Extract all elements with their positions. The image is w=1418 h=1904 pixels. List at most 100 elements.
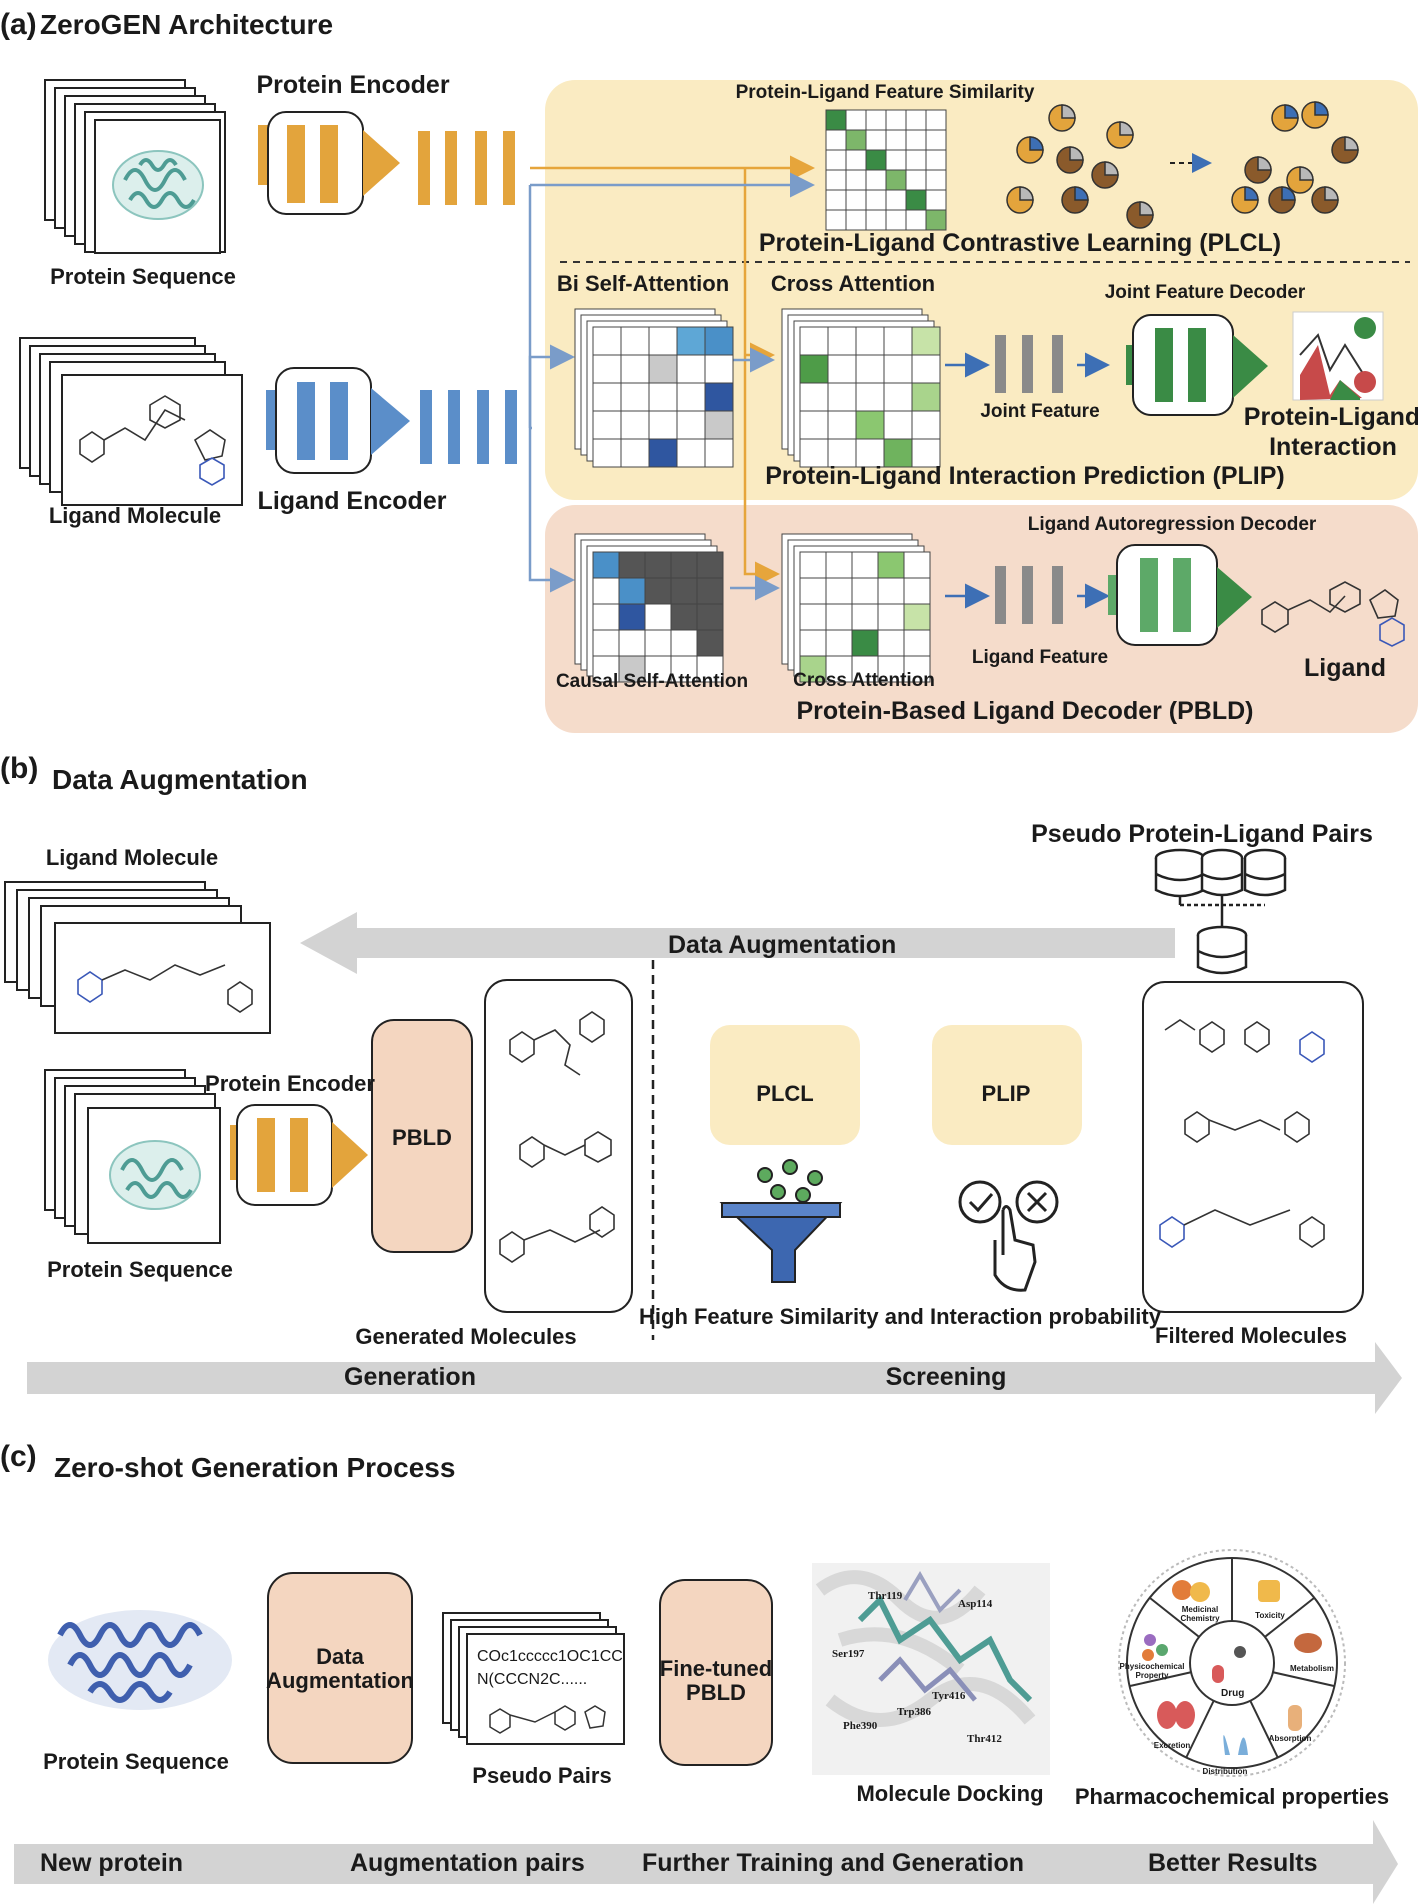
cross-attention-label-1: Cross Attention (770, 271, 936, 296)
causal-self-attention-label: Causal Self-Attention (555, 671, 749, 692)
docking-residue-label: Tyr416 (932, 1690, 966, 1702)
panel-b-label: (b) (0, 752, 39, 785)
pl-interaction-line2: Interaction (1269, 433, 1397, 461)
ligand-molecule-label: Ligand Molecule (48, 503, 222, 528)
pbld-box (371, 1019, 473, 1253)
plcl-box-label: PLCL (756, 1081, 814, 1106)
ligand-encoder-label: Ligand Encoder (257, 487, 447, 515)
timeline-new-protein: New protein (40, 1849, 184, 1877)
ligand-molecule-stack (19, 337, 243, 506)
funnel-icon (719, 1159, 843, 1283)
wheel-segment-label: Metabolism (1289, 1664, 1335, 1673)
molecule-docking-label: Molecule Docking (856, 1781, 1044, 1806)
wheel-center-label: Drug (1221, 1688, 1245, 1699)
ligand-autoregression-decoder-label: Ligand Autoregression Decoder (1027, 514, 1317, 535)
ligand-molecule-label-b: Ligand Molecule (45, 845, 219, 870)
protein-structure-icon (112, 150, 204, 220)
ligand-molecule-stack-b (4, 881, 271, 1034)
flow-arrows-a (528, 155, 1110, 609)
fine-tuned-pbld-label: Fine-tuned PBLD (659, 1656, 773, 1706)
pseudo-pairs-stack (442, 1612, 625, 1745)
cross-attention-label-2: Cross Attention (793, 670, 935, 691)
pharmacochemical-label: Pharmacochemical properties (1074, 1784, 1390, 1809)
pl-interaction-line1: Protein-Ligand (1243, 403, 1418, 431)
docking-residue-label: Ser197 (832, 1648, 865, 1660)
data-augmentation-arrow (300, 912, 1175, 974)
screening-label: Screening (885, 1363, 1007, 1391)
pbld-title: Protein-Based Ligand Decoder (PBLD) (796, 697, 1254, 725)
docking-residue-label: Thr412 (967, 1733, 1002, 1745)
panel-c-title: Zero-shot Generation Process (54, 1452, 456, 1483)
new-protein-icon (48, 1610, 232, 1710)
database-icon (1154, 848, 1287, 975)
docking-residue-label: Phe390 (843, 1720, 878, 1732)
plip-title: Protein-Ligand Interaction Prediction (P… (765, 462, 1285, 490)
cross-attention-stack-2 (781, 533, 931, 683)
wheel-segment-label: Physicochemical Property (1119, 1662, 1185, 1680)
protein-sequence-label-b: Protein Sequence (47, 1257, 233, 1282)
protein-sequence-stack (44, 79, 226, 254)
data-augmentation-arrow-label: Data Augmentation (668, 931, 897, 959)
generation-label: Generation (344, 1363, 476, 1391)
docking-residue-label: Trp386 (897, 1706, 932, 1718)
interaction-chart-icon (1292, 311, 1384, 401)
timeline-further-training: Further Training and Generation (642, 1849, 1024, 1877)
cross-attention-stack-1 (781, 308, 941, 468)
data-augmentation-box (267, 1572, 413, 1764)
filtered-molecules-box (1142, 981, 1364, 1313)
data-augmentation-box-label: Data Augmentation (266, 1644, 414, 1694)
wheel-segment-label: Absorption (1268, 1734, 1312, 1743)
generated-molecule-icons (499, 1011, 615, 1263)
bi-self-attention-label: Bi Self-Attention (556, 271, 730, 296)
panel-c-label: (c) (0, 1440, 37, 1473)
generation-screening-arrow (27, 1342, 1402, 1414)
screening-caption: High Feature Similarity and Interaction … (639, 1304, 1161, 1329)
pseudo-pairs-label: Pseudo Protein-Ligand Pairs (1031, 820, 1373, 848)
pharmacochemical-wheel (1118, 1549, 1346, 1777)
joint-feature-decoder-label: Joint Feature Decoder (1104, 282, 1306, 303)
protein-encoder-label: Protein Encoder (256, 71, 450, 99)
ligand-feature-bars (995, 566, 1063, 624)
ligand-autoregression-decoder-block (1108, 544, 1252, 646)
docking-residue-label: Asp114 (958, 1598, 993, 1610)
joint-feature-bars (995, 335, 1063, 393)
bi-self-attention-stack (574, 308, 734, 468)
molecule-docking-image (812, 1563, 1050, 1775)
plip-box-label: PLIP (981, 1081, 1031, 1106)
panel-b-title: Data Augmentation (52, 764, 308, 795)
pie-cluster-left (1006, 104, 1154, 229)
plip-box-b (932, 1025, 1082, 1145)
pbld-box-label: PBLD (392, 1125, 452, 1150)
joint-feature-label: Joint Feature (980, 401, 1100, 422)
protein-sequence-label: Protein Sequence (50, 264, 236, 289)
protein-encoder (258, 111, 515, 215)
similarity-matrix (825, 109, 947, 231)
check-cross-hand-icon (958, 1180, 1059, 1292)
wheel-segment-label: Medicinal Chemistry (1180, 1605, 1220, 1623)
generated-molecules-box (484, 979, 633, 1313)
generated-molecules-label: Generated Molecules (355, 1324, 577, 1349)
wheel-segment-label: Distribution (1202, 1767, 1248, 1776)
wheel-segment-label: Excretion (1153, 1741, 1191, 1750)
causal-self-attention-stack (574, 533, 724, 683)
joint-feature-decoder-block (1126, 314, 1268, 416)
protein-encoder-label-b: Protein Encoder (205, 1071, 375, 1096)
fine-tuned-pbld-box (659, 1579, 773, 1766)
wheel-segment-label: Toxicity (1255, 1611, 1285, 1620)
ligand-label: Ligand (1304, 654, 1386, 682)
protein-sequence-label-c: Protein Sequence (43, 1749, 229, 1774)
filtered-molecule-icons (1159, 1019, 1325, 1248)
protein-sequence-stack-b (44, 1069, 221, 1244)
filtered-molecules-label: Filtered Molecules (1155, 1323, 1347, 1348)
smiles-text: COc1ccccc1OC1CC N(CCCN2C...... (477, 1648, 623, 1689)
output-ligand-icon (1261, 581, 1405, 647)
plcl-title: Protein-Ligand Contrastive Learning (PLC… (758, 229, 1282, 257)
pseudo-pairs-label-c: Pseudo Pairs (472, 1763, 612, 1788)
panel-a-label: (a) (0, 8, 37, 41)
ligand-structure-icon (79, 395, 226, 486)
panel-a-title: ZeroGEN Architecture (40, 9, 334, 40)
pl-feature-similarity-label: Protein-Ligand Feature Similarity (735, 82, 1035, 103)
pie-cluster-right (1231, 101, 1359, 214)
timeline-augmentation-pairs: Augmentation pairs (350, 1849, 585, 1877)
